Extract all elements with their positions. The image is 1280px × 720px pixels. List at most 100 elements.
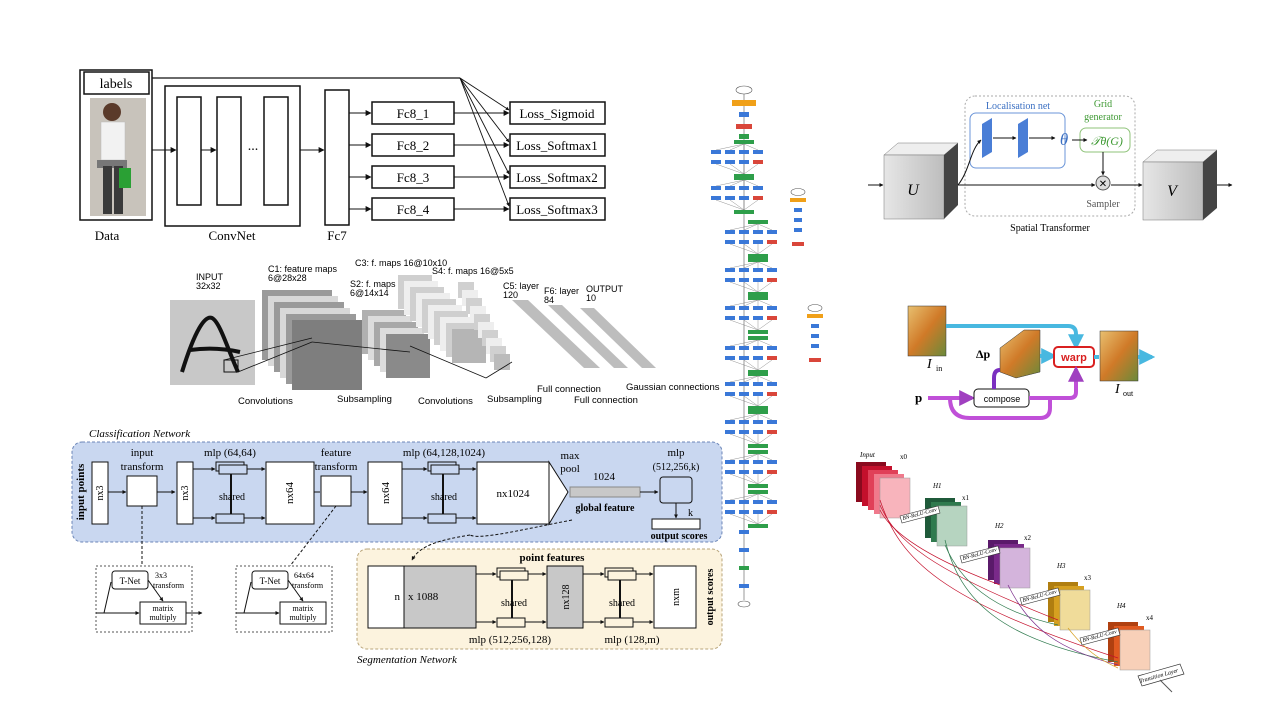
input-points-label: input points [75,463,87,520]
loss-label-1: Loss_Sigmoid [519,106,595,121]
global-feature-label: global feature [576,503,636,514]
conv-layer-3 [263,96,289,206]
grid-generator-label-1: Grid [1094,99,1112,110]
lenet-input-size: 32x32 [196,281,221,291]
shared-mlp-5 [583,567,654,628]
lenet-f6-size: 84 [544,295,554,305]
nx3-label-1: nx3 [95,486,106,501]
x4-label: x4 [1146,614,1154,622]
t-theta-symbol: 𝒯θ(G) [1091,134,1123,148]
feature-transform-label-1: feature [321,447,352,459]
lenet-c1-label: C1: feature maps [268,264,338,274]
nxm-label: nxm [671,588,682,606]
fc8-label-1: Fc8_1 [397,106,430,121]
max-pool-label-2: pool [560,463,580,475]
grid-generator-label-2: generator [1084,112,1122,123]
lenet-bottom-1: Convolutions [238,396,293,407]
lenet-f6-layer [548,305,628,368]
fc8-label-3: Fc8_3 [397,170,430,185]
data-frame [79,69,153,221]
p-label: p [915,390,922,405]
dense-block-box-1 [899,505,941,524]
h1-label: H1 [932,482,942,490]
stn-outer-frame [964,95,1136,217]
mlp1-label: mlp (64,64) [204,447,256,459]
nx128-label: nx128 [561,585,572,610]
feature-transform-box [320,475,352,507]
shared-label-2: shared [431,492,457,503]
classification-network-title: Classification Network [89,428,191,440]
lenet-s2-size: 6@14x14 [350,288,389,298]
lenet-c3-label: C3: f. maps 16@10x10 [355,258,447,268]
dim-1024-label: 1024 [593,471,616,483]
inception-concat-4 [748,296,768,300]
labels-text: labels [100,77,133,92]
mlp3-label-2: (512,256,k) [653,462,700,473]
lenet-c5-size: 120 [503,290,518,300]
labels-box [83,71,150,95]
loss-label-2: Loss_Softmax1 [516,138,598,153]
v-label: V [1167,183,1179,200]
lenet-bottom-2: Subsampling [337,394,392,405]
tnet1-transform-1: 3x3 [155,571,167,580]
inception-aux-node-0 [790,188,806,196]
loss-box-1 [509,101,606,125]
matrix-multiply-1b: multiply [149,613,176,622]
h2-label: H2 [994,522,1004,530]
matrix-multiply-box-2 [279,601,327,625]
inception-concat-8 [748,450,768,454]
pointnet-diagram: Classification Network input points nx3 … [71,428,723,666]
nx1024-label: nx1024 [497,488,531,500]
lenet-s4-label: S4: f. maps 16@5x5 [432,266,514,276]
nx3-box-1 [91,461,109,525]
delta-p-label: Δp [976,347,991,361]
nx1024-box [476,461,550,525]
max-pool-shape [548,460,569,526]
localisation-net-label: Localisation net [986,101,1050,112]
mlp3-box [659,476,693,504]
shared-label-1: shared [219,492,245,503]
lenet-s2-maps [362,310,430,378]
lenet-output-layer [580,308,656,368]
matrix-multiply-1a: matrix [153,604,174,613]
lenet-s4-maps [458,282,510,370]
mlp2-label: mlp (64,128,1024) [403,447,486,459]
lenet-c1-maps [262,290,362,390]
pedestrian-photo [90,98,146,216]
i-out-subscript: out [1123,389,1134,398]
output-scores-bar [651,518,701,530]
data-label: Data [95,228,120,243]
compositional-stn-diagram: I in Δp warp I out p compose [907,305,1156,420]
x3-label: x3 [1084,574,1092,582]
i-in-label: I [926,357,933,372]
spatial-transformer-diagram: Localisation net Grid generator θ 𝒯θ(G) … [868,95,1233,234]
lenet-f6-label: F6: layer [544,286,579,296]
inception-concat-3 [748,258,768,262]
lenet-c5-label: C5: layer [503,281,539,291]
inception-concat-6 [748,372,768,376]
sampler-node [1095,175,1111,191]
shared-label-5: shared [609,598,635,609]
shared-mlp-4 [476,567,547,628]
output-cat-image [1099,330,1139,382]
inception-input-node [735,85,753,95]
dense-stack-1 [925,498,968,547]
convnet-label: ConvNet [209,228,256,243]
dense-connections [879,499,1119,669]
loss-label-4: Loss_Softmax3 [516,202,598,217]
compose-label: compose [984,394,1021,404]
lenet-bottom-5: Full connection [537,384,601,395]
fc7-label: Fc7 [327,228,347,243]
lenet-output-size: 10 [586,293,596,303]
lenet-input-label: INPUT [196,272,224,282]
inception-concat-9 [748,490,768,494]
matrix-multiply-2a: matrix [293,604,314,613]
mlp5-label: mlp (128,m) [605,634,660,646]
seg-1088-box [403,565,477,629]
lenet-bottom-7: Gaussian connections [626,382,720,393]
fc8-label-2: Fc8_2 [397,138,430,153]
lenet-output-label: OUTPUT [586,284,624,294]
point-features-label: point features [520,552,586,564]
mlp4-label: mlp (512,256,128) [469,634,552,646]
